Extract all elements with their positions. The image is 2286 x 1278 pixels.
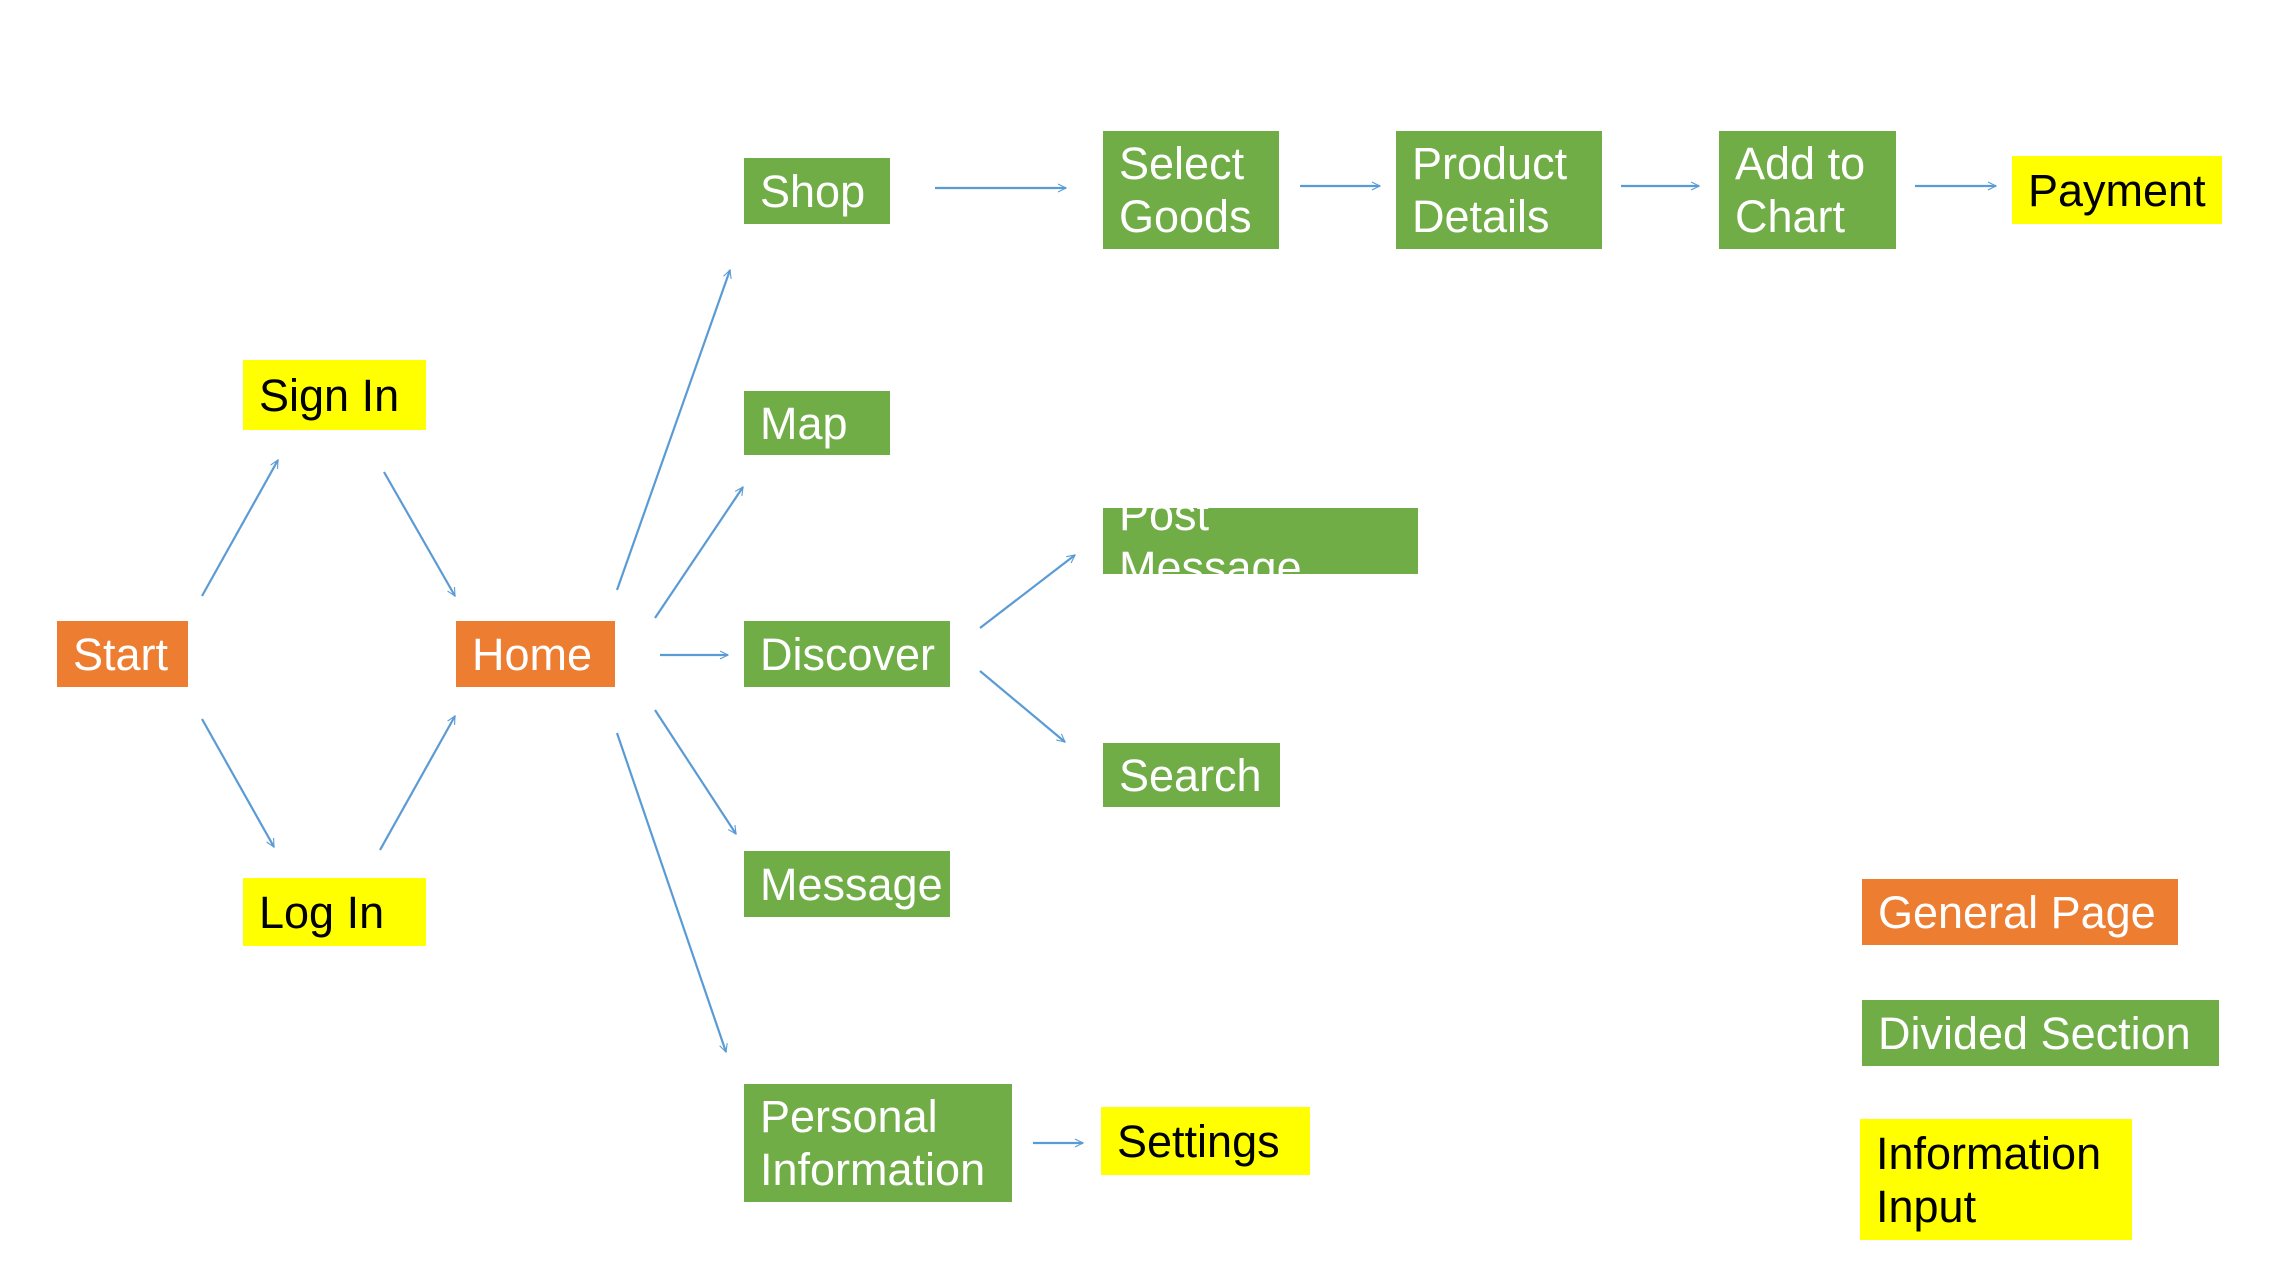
node-message: Message <box>744 851 950 917</box>
arrow-home-to-map <box>654 487 744 619</box>
node-home: Home <box>456 621 615 687</box>
legend-divided-section: Divided Section <box>1862 1000 2219 1066</box>
arrow-discover-to-search <box>979 670 1065 743</box>
node-payment: Payment <box>2012 156 2222 224</box>
legend-information-input: Information Input <box>1860 1119 2132 1240</box>
arrow-home-to-message <box>654 709 737 834</box>
node-add-to-chart: Add to Chart <box>1719 131 1896 249</box>
node-post-message: Post Message <box>1103 489 1418 593</box>
node-log-in: Log In <box>243 878 426 946</box>
arrow-start-to-sign-in <box>201 460 279 597</box>
node-select-goods: Select Goods <box>1103 131 1279 249</box>
legend-general-page: General Page <box>1862 879 2178 945</box>
node-map: Map <box>744 391 890 455</box>
node-start: Start <box>57 621 188 687</box>
node-search: Search <box>1103 743 1280 807</box>
node-product-details: Product Details <box>1396 131 1602 249</box>
arrow-home-to-personal-information <box>615 732 726 1052</box>
node-settings: Settings <box>1101 1107 1310 1175</box>
node-personal-information: Personal Information <box>744 1084 1012 1202</box>
arrow-sign-in-to-home <box>383 471 456 596</box>
node-discover: Discover <box>744 621 950 687</box>
arrow-discover-to-post-message <box>979 554 1075 629</box>
arrow-start-to-log-in <box>201 718 275 847</box>
arrow-home-to-shop <box>615 270 730 591</box>
arrow-log-in-to-home <box>379 716 456 851</box>
node-sign-in: Sign In <box>243 360 426 430</box>
node-shop: Shop <box>744 158 890 224</box>
